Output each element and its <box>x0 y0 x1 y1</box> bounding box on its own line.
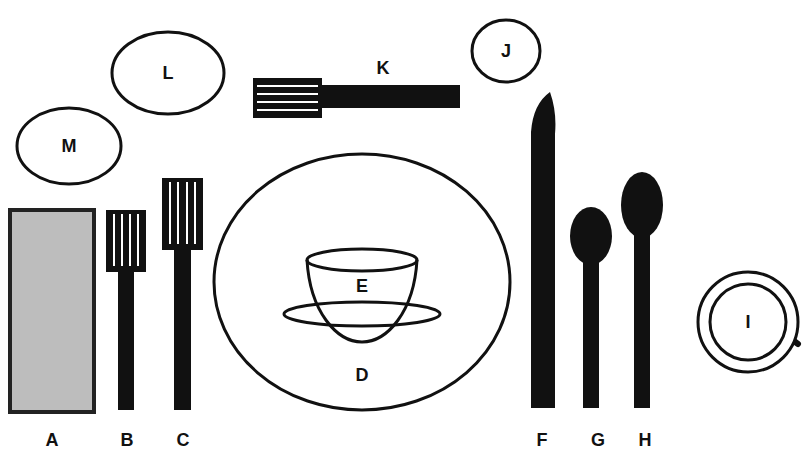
callout-letter: D <box>356 365 369 386</box>
callout-letter: K <box>377 58 390 79</box>
knife <box>531 92 555 408</box>
callout-letter: I <box>745 312 750 333</box>
bread-plate: L <box>110 30 226 116</box>
callout-letter: G <box>591 430 605 451</box>
callout-letter: M <box>62 136 77 157</box>
callout-letter: B <box>121 430 134 451</box>
callout-letter: F <box>537 430 548 451</box>
cup-saucer: I <box>694 268 802 376</box>
dessert-fork <box>253 78 460 118</box>
soup-bowl-outline <box>282 240 442 352</box>
callout-letter: H <box>639 430 652 451</box>
teaspoon <box>570 207 612 408</box>
callout-letter: A <box>46 430 59 451</box>
callout-letter: J <box>501 41 511 62</box>
salad-plate: M <box>15 106 123 186</box>
soup-bowl: E <box>282 240 442 352</box>
callout-letter: E <box>356 276 368 297</box>
dinner-fork <box>162 178 203 410</box>
napkin <box>10 210 94 412</box>
dinner-plate: DE <box>212 152 512 412</box>
callout-letter: C <box>177 430 190 451</box>
salad-fork <box>106 210 146 410</box>
soup-spoon <box>621 172 663 408</box>
callout-letter: L <box>163 63 174 84</box>
butter-plate: J <box>470 18 542 84</box>
